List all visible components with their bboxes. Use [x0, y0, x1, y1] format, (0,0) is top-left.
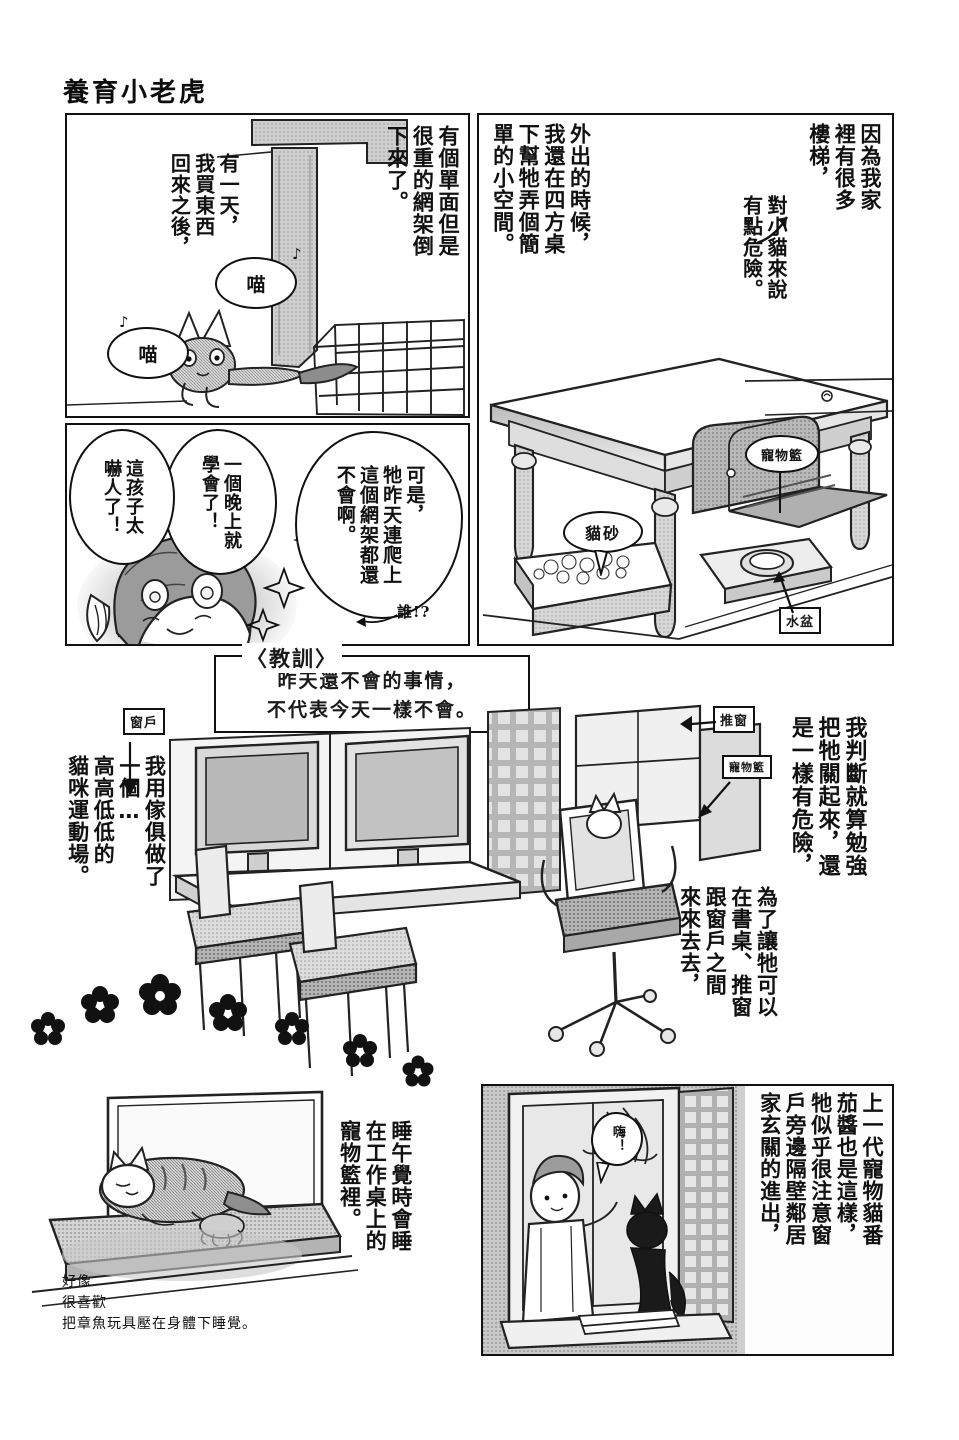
sfx-who: 誰!? [397, 601, 430, 624]
label-pet-basket: 寵物籃 [745, 435, 819, 473]
label-litter-box: 貓砂 [563, 511, 643, 553]
label-litter-box-tail [593, 550, 609, 576]
speech-bubble-scary-kid-text: 這孩子太 嚇人了！ [101, 459, 144, 535]
sfx-who-arrow-icon [356, 614, 398, 627]
speech-bubble-but-text: 可是， 牠昨天連爬上 這個網架都還 不會啊。 [333, 465, 426, 585]
flower-decoration [31, 974, 434, 1087]
sfx-who-text: 誰!? [397, 603, 431, 621]
stair-arrow-icon [756, 216, 789, 245]
label-pet-basket-text: 寵物籃 [760, 448, 803, 464]
label-push-window-arrow-icon [680, 716, 717, 732]
speech-bubble-meow-bottom-text: 喵 [138, 343, 158, 366]
label-litter-box-text: 貓砂 [584, 524, 621, 543]
music-note-icon-top: ♪ [292, 245, 302, 263]
label-water-bowl-leader [773, 571, 795, 614]
speech-bubble-hi: 嗨！ [591, 1112, 643, 1166]
label-push-window-text: 推窗 [720, 714, 749, 729]
panel-1: 有個單面但是 很重的網架倒 下來了。 有一天， 我買東西 回來之後， 喵 ♪ 喵… [65, 113, 470, 418]
label-water-bowl: 水盆 [779, 607, 822, 634]
panel-2-narration-mid: 對小貓來說 有點危險。 [739, 195, 788, 300]
panel-4-narration-left: 我用傢俱做了 一個… 高高低低的 貓咪運動場。 [65, 755, 167, 887]
speech-bubble-learned-text: 一個晚上就 學會了！ [199, 454, 242, 550]
panel-4-scene [0, 700, 959, 1100]
label-window: 窗戶 [123, 708, 166, 735]
panel-3: 可是， 牠昨天連爬上 這個網架都還 不會啊。 一個晚上就 學會了！ 這孩子太 嚇… [65, 423, 470, 646]
label-basket-panel4: 寵物籃 [722, 755, 772, 779]
panel-5-handwriting: 好像 很喜歡 把章魚玩具壓在身體下睡覺。 [62, 1272, 257, 1335]
speech-bubble-meow-bottom: 喵 [107, 327, 189, 379]
speech-bubble-meow-top: 喵 [215, 257, 297, 309]
panel-5-handwriting-line-3: 把章魚玩具壓在身體下睡覺。 [62, 1316, 257, 1332]
speech-bubble-meow-top-text: 喵 [246, 273, 266, 296]
label-basket-panel4-arrow-icon [698, 781, 731, 818]
speech-bubble-learned: 一個晚上就 學會了！ [163, 429, 277, 575]
panel-4-narration-right-2: 為了讓牠可以 在書桌、推窗 跟窗戶之間 來來去去， [677, 886, 779, 1018]
panel-2: 因為我家 裡有很多 樓梯， 對小貓來說 有點危險。 外出的時候， 我還在四方桌 … [477, 113, 894, 646]
music-note-icon-bottom: ♪ [119, 313, 129, 331]
panel-1-narration-right: 有一天， 我買東西 回來之後， [167, 153, 241, 258]
page-title: 養育小老虎 [63, 78, 209, 108]
label-window-arrow-icon [122, 742, 138, 796]
panel-5-scene [22, 1080, 362, 1330]
panel-1-artwork [67, 119, 465, 416]
speech-bubble-hi-text: 嗨！ [609, 1125, 625, 1153]
label-basket-panel4-text: 寵物籃 [729, 761, 765, 774]
speech-bubble-scary-kid: 這孩子太 嚇人了！ [69, 429, 175, 565]
panel-5-handwriting-line-2: 很喜歡 [62, 1295, 107, 1311]
label-push-window: 推窗 [713, 706, 756, 733]
speech-bubble-but: 可是， 牠昨天連爬上 這個網架都還 不會啊。 [295, 431, 463, 619]
lesson-line-2: 不代表今天一樣不會。 [266, 698, 477, 721]
panel-6: 嗨！ 上一代寵物貓番 茄醬也是這樣， 牠似乎很注意窗 戶旁邊隔壁鄰居 家玄關的進… [481, 1084, 894, 1356]
speech-bubble-hi-tail [596, 1162, 611, 1184]
panel-1-narration-left: 有個單面但是 很重的網架倒 下來了。 [384, 125, 460, 257]
label-water-bowl-text: 水盆 [786, 615, 815, 630]
label-window-text: 窗戶 [130, 716, 159, 731]
lesson-heading: 〈教訓〉 [242, 643, 342, 673]
panel-5-handwriting-line-1: 好像 [62, 1274, 92, 1290]
panel-2-narration-right: 因為我家 裡有很多 樓梯， [806, 123, 882, 211]
panel-6-narration: 上一代寵物貓番 茄醬也是這樣， 牠似乎很注意窗 戶旁邊隔壁鄰居 家玄關的進出， [757, 1092, 884, 1246]
lesson-line-1: 昨天還不會的事情， [277, 670, 467, 692]
panel-5-narration: 睡午覺時會睡 在工作桌上的 寵物籃裡。 [337, 1120, 413, 1252]
panel-2-narration-left: 外出的時候， 我還在四方桌 下幫牠弄個簡 單的小空間。 [490, 123, 592, 255]
panel-4-narration-right: 我判斷就算勉強 把牠關起來，還 是一樣有危險， [787, 716, 867, 877]
lesson-box: 〈教訓〉 昨天還不會的事情， 不代表今天一樣不會。 [214, 643, 530, 733]
label-pet-basket-leader [779, 471, 781, 513]
